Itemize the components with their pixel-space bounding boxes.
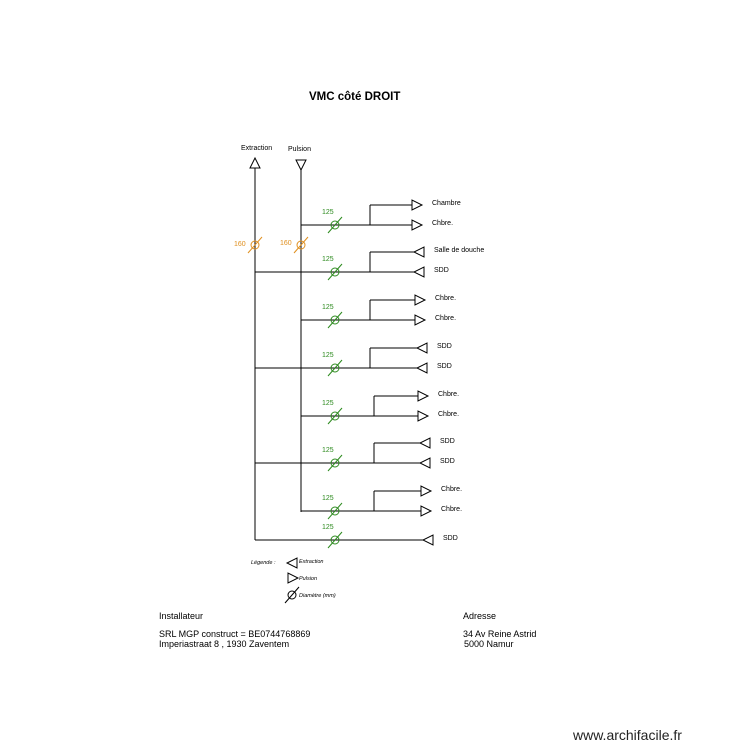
watermark: www.archifacile.fr <box>573 727 682 743</box>
legend-pulsion-label: Pulsion <box>299 576 318 582</box>
branch-diameter-label-4: 125 <box>322 400 334 407</box>
branch-bottom-arrow-4 <box>417 410 430 422</box>
branch-diameter-symbol-1-slash <box>327 263 343 281</box>
installer-line2: Imperiastraat 8 , 1930 Zaventem <box>159 639 290 649</box>
legend-extraction-symbol <box>285 557 298 569</box>
legend-diameter-symbol <box>287 590 297 600</box>
address-heading: Adresse <box>463 611 497 621</box>
branch-bottom-arrow-0 <box>411 219 424 231</box>
branch-top-arrow-4 <box>417 390 430 402</box>
branch-top-label-3: SDD <box>437 343 452 350</box>
legend-extraction-label: Extraction <box>299 559 324 565</box>
branch-diameter-label-6: 125 <box>322 495 334 502</box>
branch-bottom-label-2: Chbre. <box>435 315 457 322</box>
branch-bottom-label-4: Chbre. <box>438 411 460 418</box>
branch-bottom-label-3: SDD <box>437 363 452 370</box>
branch-top-arrow-3 <box>415 342 428 354</box>
extraction-header: Extraction <box>241 145 273 152</box>
branch-top-arrow-5 <box>418 437 431 449</box>
address-line1: 34 Av Reine Astrid <box>463 629 537 639</box>
branch-diameter-label-3: 125 <box>322 352 334 359</box>
branch-diameter-symbol-3-slash <box>327 359 343 377</box>
pulsion-main-diameter-symbol-slash <box>293 236 309 254</box>
extraction-main-diameter-label: 160 <box>234 241 246 248</box>
legend-diameter-symbol-slash <box>284 586 300 604</box>
branch-diameter-label-0: 125 <box>322 209 334 216</box>
branch-diameter-symbol-3 <box>330 363 340 373</box>
branch-diameter-symbol-5 <box>330 458 340 468</box>
legend-pulsion-symbol <box>287 572 300 584</box>
branch-diameter-symbol-5-slash <box>327 454 343 472</box>
branch-bottom-label-1: SDD <box>434 267 449 274</box>
branch-diameter-symbol-7-slash <box>327 531 343 549</box>
page-title: VMC côté DROIT <box>309 91 401 103</box>
branch-top-label-1: Salle de douche <box>434 247 485 254</box>
branch-top-label-6: Chbre. <box>441 486 463 493</box>
branch-diameter-symbol-4 <box>330 411 340 421</box>
legend-diameter-label: Diamètre (mm) <box>299 593 336 599</box>
pulsion-header: Pulsion <box>288 146 311 153</box>
branch-top-arrow-1 <box>412 246 425 258</box>
branch-diameter-symbol-6 <box>330 506 340 516</box>
branch-diameter-symbol-0 <box>330 220 340 230</box>
legend-title: Légende : <box>251 560 276 566</box>
branch-bottom-label-5: SDD <box>440 458 455 465</box>
branch-bottom-arrow-5 <box>418 457 431 469</box>
extraction-main-diameter-symbol <box>250 240 260 250</box>
branch-bottom-arrow-6 <box>420 505 433 517</box>
branch-top-label-0: Chambre <box>432 200 461 207</box>
branch-bottom-label-6: Chbre. <box>441 506 463 513</box>
branch-diameter-label-1: 125 <box>322 256 334 263</box>
pulsion-main-arrow <box>295 159 307 172</box>
branch-top-label-5: SDD <box>440 438 455 445</box>
branch-bottom-arrow-7 <box>421 534 434 546</box>
branch-diameter-symbol-2 <box>330 315 340 325</box>
branch-bottom-label-0: Chbre. <box>432 220 454 227</box>
pulsion-main-diameter-label: 160 <box>280 240 292 247</box>
branch-bottom-arrow-1 <box>412 266 425 278</box>
branch-diameter-symbol-1 <box>330 267 340 277</box>
branch-diameter-symbol-2-slash <box>327 311 343 329</box>
branch-diameter-label-7: 125 <box>322 524 334 531</box>
extraction-main-arrow <box>249 156 261 169</box>
branch-diameter-symbol-7 <box>330 535 340 545</box>
branch-top-arrow-0 <box>411 199 424 211</box>
branch-bottom-arrow-3 <box>415 362 428 374</box>
installer-line1: SRL MGP construct = BE0744768869 <box>159 629 311 639</box>
branch-bottom-label-7: SDD <box>443 535 458 542</box>
branch-diameter-label-2: 125 <box>322 304 334 311</box>
branch-diameter-symbol-4-slash <box>327 407 343 425</box>
installer-heading: Installateur <box>159 611 204 621</box>
branch-diameter-label-5: 125 <box>322 447 334 454</box>
branch-bottom-arrow-2 <box>414 314 427 326</box>
branch-top-arrow-2 <box>414 294 427 306</box>
pulsion-main-diameter-symbol <box>296 240 306 250</box>
branch-diameter-symbol-6-slash <box>327 502 343 520</box>
branch-diameter-symbol-0-slash <box>327 216 343 234</box>
branch-top-label-2: Chbre. <box>435 295 457 302</box>
extraction-main-diameter-symbol-slash <box>247 236 263 254</box>
branch-top-arrow-6 <box>420 485 433 497</box>
address-line2: 5000 Namur <box>464 639 514 649</box>
branch-top-label-4: Chbre. <box>438 391 460 398</box>
